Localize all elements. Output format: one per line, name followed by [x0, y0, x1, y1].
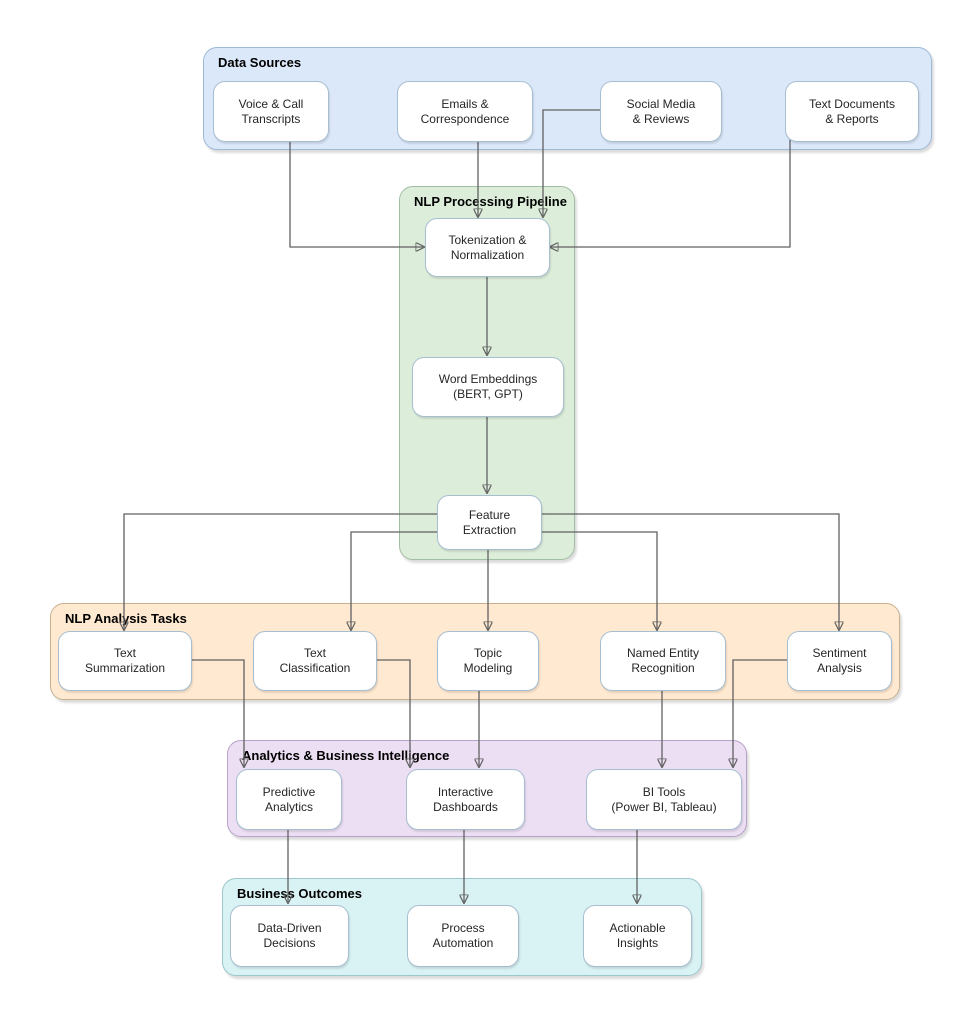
node-sentiment-analysis: Sentiment Analysis — [787, 631, 892, 691]
edge-text-documents-to-tokenization — [551, 140, 791, 247]
node-text-summarization: Text Summarization — [58, 631, 192, 691]
node-label: Feature Extraction — [462, 507, 517, 537]
node-label: Named Entity Recognition — [626, 646, 700, 675]
node-label: Text Summarization — [84, 646, 166, 675]
node-word-embeddings: Word Embeddings (BERT, GPT) — [412, 357, 564, 417]
node-social-media-reviews: Social Media & Reviews — [600, 81, 722, 142]
node-label: Actionable Insights — [609, 921, 666, 950]
node-label: Process Automation — [432, 921, 494, 950]
node-label: Emails & Correspondence — [420, 96, 510, 126]
node-interactive-dashboards: Interactive Dashboards — [406, 769, 525, 830]
node-label: Sentiment Analysis — [812, 646, 867, 675]
node-feature-extraction: Feature Extraction — [437, 495, 542, 550]
node-tokenization-normalization: Tokenization & Normalization — [425, 218, 550, 277]
node-process-automation: Process Automation — [407, 905, 519, 967]
node-label: Social Media & Reviews — [626, 96, 696, 126]
node-label: Topic Modeling — [463, 646, 513, 675]
node-voice-call-transcripts: Voice & Call Transcripts — [213, 81, 329, 142]
node-text-classification: Text Classification — [253, 631, 377, 691]
section-title-data-sources: Data Sources — [218, 55, 302, 70]
node-label: Voice & Call Transcripts — [238, 96, 304, 126]
node-text-documents-reports: Text Documents & Reports — [785, 81, 919, 142]
node-label: BI Tools (Power BI, Tableau) — [611, 784, 717, 814]
node-label: Tokenization & Normalization — [448, 232, 527, 262]
node-label: Word Embeddings (BERT, GPT) — [438, 372, 538, 401]
node-predictive-analytics: Predictive Analytics — [236, 769, 342, 830]
node-data-driven-decisions: Data-Driven Decisions — [230, 905, 349, 967]
section-title-analytics-business-intelligence: Analytics & Business Intelligence — [242, 748, 450, 763]
node-topic-modeling: Topic Modeling — [437, 631, 539, 691]
node-label: Text Documents & Reports — [808, 96, 896, 126]
node-actionable-insights: Actionable Insights — [583, 905, 692, 967]
node-label: Text Classification — [279, 646, 351, 675]
node-emails-correspondence: Emails & Correspondence — [397, 81, 533, 142]
section-title-nlp-analysis-tasks: NLP Analysis Tasks — [65, 611, 187, 626]
section-title-nlp-processing-pipeline: NLP Processing Pipeline — [414, 194, 567, 209]
node-bi-tools: BI Tools (Power BI, Tableau) — [586, 769, 742, 830]
node-named-entity-recognition: Named Entity Recognition — [600, 631, 726, 691]
section-title-business-outcomes: Business Outcomes — [237, 886, 362, 901]
node-label: Interactive Dashboards — [433, 784, 498, 814]
node-label: Data-Driven Decisions — [257, 921, 322, 950]
node-label: Predictive Analytics — [262, 784, 316, 814]
